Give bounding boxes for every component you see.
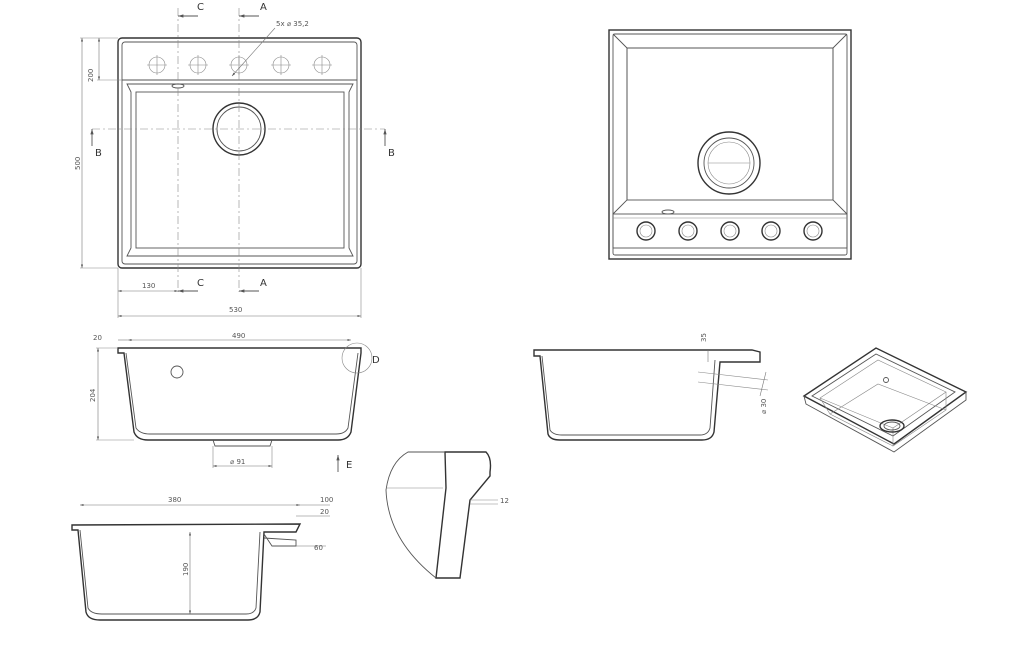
section-b-right: B xyxy=(388,148,395,159)
dim-35: 35 xyxy=(700,333,708,342)
overflow-hole xyxy=(170,365,184,379)
dim-530: 530 xyxy=(229,306,242,314)
holes-callout: 5x ⌀ 35,2 xyxy=(276,20,309,28)
bowl-outline xyxy=(126,83,354,257)
iso-top xyxy=(802,347,968,445)
top-view-inner-rim xyxy=(121,41,358,265)
dim-500: 500 xyxy=(74,157,82,170)
dim-30: ⌀ 30 xyxy=(760,399,768,414)
dim-490: 490 xyxy=(232,332,245,340)
dim-190: 190 xyxy=(182,563,190,576)
section-c-top: C xyxy=(197,2,204,13)
side-section-c: 380 100 20 60 190 xyxy=(71,496,333,621)
side-section: 35 ⌀ 30 xyxy=(533,333,769,441)
front-section-outline xyxy=(117,347,362,441)
detail-d-label: D xyxy=(372,355,380,366)
render-tap-holes xyxy=(636,221,823,241)
dim-12: 12 xyxy=(500,497,509,505)
dim-20-front: 20 xyxy=(93,334,102,342)
top-view: C A C A B B 5x ⌀ 35,2 500 200 130 530 xyxy=(74,2,395,318)
dim-20-side: 20 xyxy=(320,508,329,516)
bowl-floor xyxy=(135,91,345,249)
detail-d-circle xyxy=(341,342,373,374)
plan-render-view xyxy=(608,29,852,260)
section-b-left: B xyxy=(95,148,102,159)
render-deck xyxy=(612,213,848,249)
render-drain-outer xyxy=(697,131,761,195)
dim-60: 60 xyxy=(314,544,323,552)
iso-drain xyxy=(879,419,905,433)
side-c-outline xyxy=(71,523,302,621)
dim-91: ⌀ 91 xyxy=(230,458,245,466)
top-view-outline xyxy=(117,37,362,269)
dim-204: 204 xyxy=(89,388,97,402)
side-section-outline xyxy=(533,349,761,441)
render-drain-inner xyxy=(703,137,755,189)
section-a-top: A xyxy=(260,2,267,13)
tap-holes xyxy=(147,55,332,75)
render-bowl xyxy=(626,47,834,201)
detail-d-hatch xyxy=(435,451,492,579)
isometric-view xyxy=(802,347,968,453)
dim-380: 380 xyxy=(168,496,181,504)
front-section: D E 20 490 204 ⌀ 91 xyxy=(89,332,380,472)
dim-130: 130 xyxy=(142,282,155,290)
section-a-bottom: A xyxy=(260,278,267,289)
render-rim xyxy=(612,33,848,256)
render-outline xyxy=(608,29,852,260)
section-c-bottom: C xyxy=(197,278,204,289)
dim-200: 200 xyxy=(87,69,95,82)
dim-100: 100 xyxy=(320,496,333,504)
view-e-label: E xyxy=(346,460,352,471)
detail-d-view: 12 xyxy=(385,451,509,579)
